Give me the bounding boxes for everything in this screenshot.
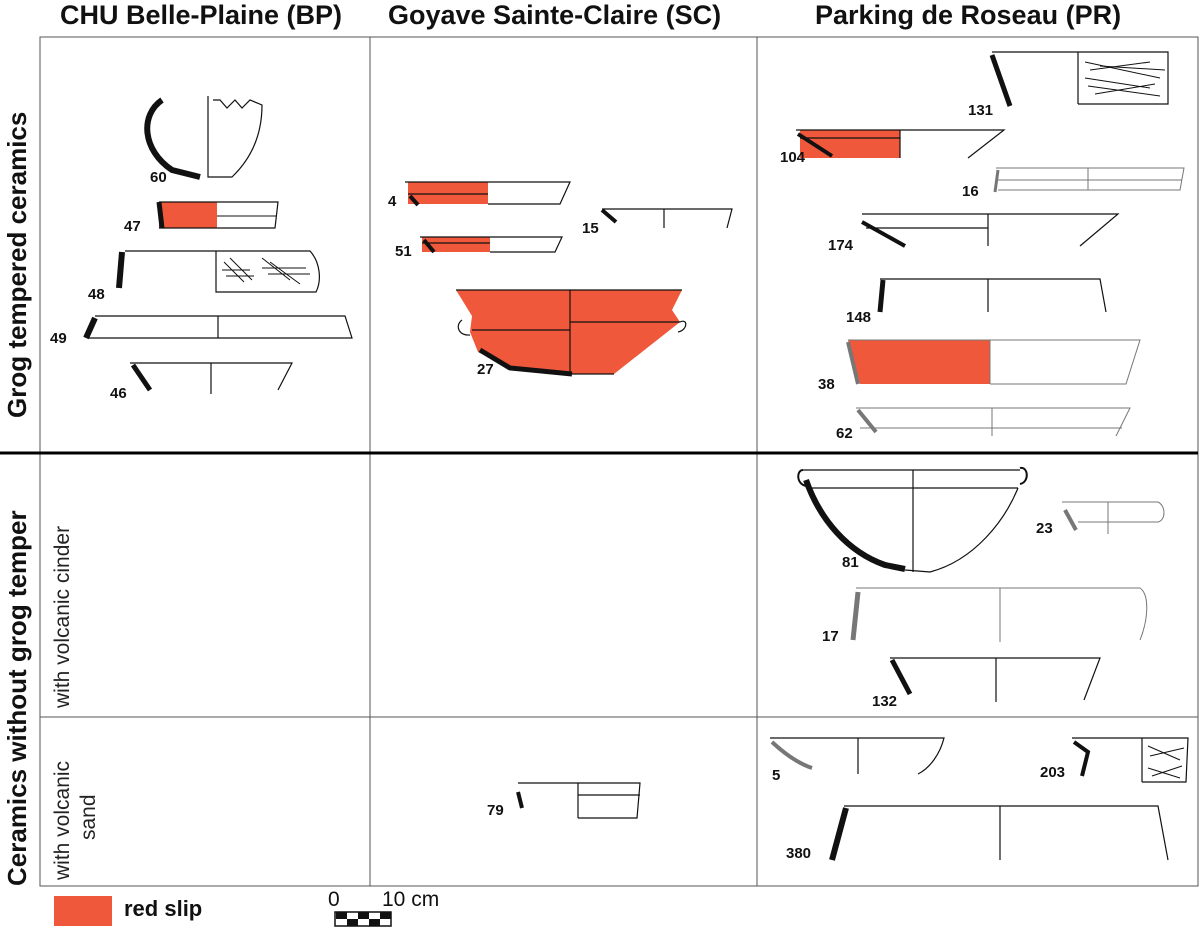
label-38: 38	[818, 376, 835, 393]
vessel-pr-203: 203	[1040, 737, 1189, 783]
label-47: 47	[124, 218, 141, 235]
vessel-pr-17: 17	[822, 587, 1148, 645]
red-slip-fill	[422, 237, 490, 252]
label-5: 5	[772, 767, 780, 784]
label-104: 104	[780, 149, 806, 166]
vessel-pr-38: 38	[818, 339, 1141, 393]
red-slip-fill	[848, 340, 990, 384]
vessel-bp-49: 49	[50, 315, 353, 347]
column-header-sc: Goyave Sainte-Claire (SC)	[388, 0, 722, 30]
legend-red-slip-label: red slip	[124, 896, 203, 921]
label-23: 23	[1036, 520, 1053, 537]
red-slip-fill	[456, 290, 570, 374]
label-174: 174	[828, 237, 854, 254]
column-header-bp: CHU Belle-Plaine (BP)	[60, 0, 343, 30]
vessel-pr-16: 16	[962, 167, 1185, 200]
red-slip-fill	[408, 182, 488, 204]
label-148: 148	[846, 309, 871, 326]
label-60: 60	[150, 169, 167, 186]
column-header-pr: Parking de Roseau (PR)	[815, 0, 1122, 30]
label-79: 79	[487, 802, 504, 819]
vessel-pr-380: 380	[786, 805, 1169, 862]
scale-label-zero: 0	[328, 888, 340, 911]
vessel-pr-62: 62	[836, 407, 1131, 442]
vessel-pr-131: 131	[968, 51, 1169, 119]
vessel-bp-47: 47	[124, 201, 279, 235]
vessel-pr-104: 104	[780, 129, 1006, 166]
grid	[39, 36, 1199, 887]
vessel-pr-148: 148	[846, 278, 1107, 326]
vessel-bp-60: 60	[144, 96, 263, 186]
label-46: 46	[110, 385, 127, 402]
vessel-pr-5: 5	[770, 737, 945, 784]
label-49: 49	[50, 330, 67, 347]
vessel-sc-15: 15	[582, 208, 733, 237]
label-16: 16	[962, 183, 979, 200]
label-81: 81	[842, 554, 859, 571]
label-15: 15	[582, 220, 599, 237]
label-203: 203	[1040, 764, 1065, 781]
label-51: 51	[395, 243, 412, 260]
red-slip-fill-right	[570, 290, 682, 374]
label-48: 48	[88, 286, 105, 303]
vessel-bp-46: 46	[110, 362, 293, 402]
vessel-sc-79: 79	[487, 782, 641, 819]
vessel-bp-48: 48	[88, 250, 320, 303]
vessel-pr-132: 132	[872, 657, 1101, 710]
label-131: 131	[968, 102, 993, 119]
scale-bar	[334, 911, 392, 927]
legend-red-slip-swatch	[54, 896, 112, 926]
label-4: 4	[388, 193, 397, 210]
vessel-pr-174: 174	[828, 213, 1120, 254]
label-380: 380	[786, 845, 811, 862]
red-slip-fill	[159, 202, 217, 228]
scale-label-ten: 10 cm	[382, 888, 440, 911]
vessel-sc-27: 27	[456, 289, 687, 378]
label-62: 62	[836, 425, 853, 442]
label-17: 17	[822, 628, 839, 645]
vessel-pr-23: 23	[1036, 501, 1165, 537]
label-132: 132	[872, 693, 897, 710]
label-27: 27	[477, 361, 494, 378]
vessel-pr-81: 81	[797, 466, 1028, 573]
vessel-sc-51: 51	[395, 236, 563, 260]
vessel-sc-4: 4	[388, 181, 571, 210]
